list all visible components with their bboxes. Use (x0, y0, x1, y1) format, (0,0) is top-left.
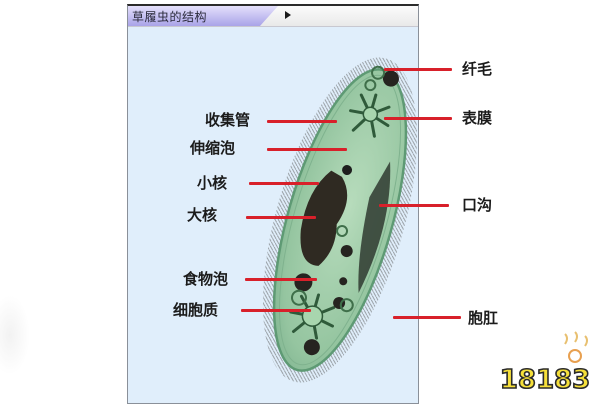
title-bar: 草履虫的结构 (128, 6, 418, 27)
sun-rays-icon (564, 331, 588, 363)
leader-pellicle (384, 117, 452, 120)
label-cytoplasm: 细胞质 (173, 301, 219, 319)
label-collecting-tube: 收集管 (205, 111, 251, 129)
label-macronucleus: 大核 (187, 206, 218, 224)
label-oral-groove: 口沟 (462, 196, 493, 214)
leader-macronucleus (246, 216, 316, 219)
site-logo-watermark: 18183 (499, 331, 591, 396)
label-contractile-vacuole: 伸缩泡 (190, 139, 236, 157)
logo-text: 18183 (500, 365, 590, 395)
leader-collecting-tube (267, 120, 337, 123)
leader-anal-pore (393, 316, 461, 319)
label-pellicle: 表膜 (462, 109, 493, 127)
play-icon[interactable] (285, 11, 291, 19)
leader-food-vacuole (245, 278, 317, 281)
diagram-panel: 草履虫的结构 (127, 4, 419, 404)
label-food-vacuole: 食物泡 (183, 270, 229, 288)
label-cilia: 纤毛 (462, 60, 493, 78)
leader-cilia (384, 68, 452, 71)
label-micronucleus: 小核 (197, 174, 228, 192)
faint-watermark-shape (0, 295, 30, 375)
leader-micronucleus (249, 182, 319, 185)
leader-cytoplasm (241, 309, 311, 312)
title-tab (128, 6, 278, 26)
leader-contractile-vacuole (267, 148, 347, 151)
label-anal-pore: 胞肛 (468, 309, 499, 327)
diagram-title: 草履虫的结构 (132, 10, 208, 24)
leader-oral-groove (379, 204, 449, 207)
